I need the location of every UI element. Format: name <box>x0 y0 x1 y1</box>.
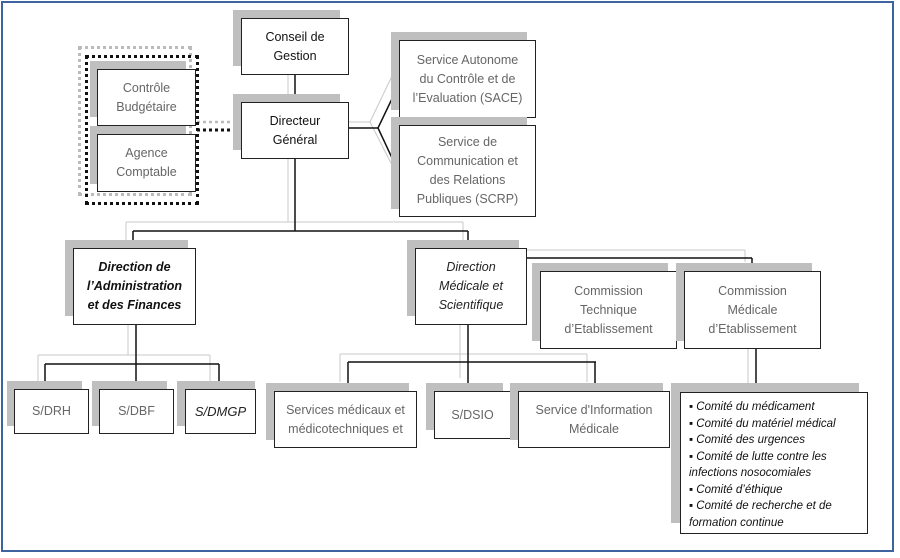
node-directeur-general: Directeur Général <box>241 102 349 159</box>
node-label: Conseil de Gestion <box>265 29 325 63</box>
node-label: Agence Comptable <box>116 146 177 179</box>
comite-item: ▪ Comité de recherche et de formation co… <box>689 500 832 529</box>
node-label: Direction de l’Administration et des Fin… <box>86 260 183 312</box>
comite-item: ▪ Comité des urgences <box>689 434 805 446</box>
node-label: S/DBF <box>118 404 155 418</box>
node-direction-administration-finances: Direction de l’Administration et des Fin… <box>73 248 196 325</box>
node-label: Service d'Information Médicale <box>535 402 653 436</box>
node-label: Commission Médicale d’Etablissement <box>708 283 797 336</box>
node-sdbf: S/DBF <box>99 389 174 434</box>
dotted-group-frame <box>85 55 199 205</box>
node-label: Commission Technique d’Etablissement <box>564 283 653 336</box>
node-label: S/DRH <box>32 404 71 418</box>
node-controle-budgetaire: Contrôle Budgétaire <box>97 69 196 126</box>
node-agence-comptable: Agence Comptable <box>97 134 196 192</box>
node-label: Directeur Général <box>269 113 321 147</box>
node-commission-technique: Commission Technique d’Etablissement <box>540 271 677 349</box>
comite-item: ▪ Comité du médicament <box>689 401 815 413</box>
node-sdrh: S/DRH <box>14 389 89 434</box>
comite-item: ▪ Comité du matériel médical <box>689 417 836 430</box>
node-commission-medicale: Commission Médicale d’Etablissement <box>684 271 821 349</box>
node-sace: Service Autonome du Contrôle et de l’Eva… <box>399 40 536 118</box>
node-label: Services médicaux et médicotechniques et <box>286 402 405 436</box>
node-sdsio: S/DSIO <box>434 391 511 439</box>
node-label: S/DMGP <box>194 404 247 419</box>
node-label: Direction Médicale et Scientifique <box>438 260 504 312</box>
node-label: S/DSIO <box>451 407 494 422</box>
node-services-medicaux: Services médicaux et médicotechniques et <box>274 391 417 448</box>
node-label: Service de Communication et des Relation… <box>416 135 519 206</box>
node-scrp: Service de Communication et des Relation… <box>399 125 536 217</box>
node-direction-medicale-scientifique: Direction Médicale et Scientifique <box>415 248 527 325</box>
node-service-information-medicale: Service d'Information Médicale <box>518 391 670 448</box>
comite-item: ▪ Comité de lutte contre les infections … <box>689 450 827 480</box>
node-conseil-de-gestion: Conseil de Gestion <box>241 18 349 75</box>
comite-item: ▪ Comité d’éthique <box>689 483 783 496</box>
node-label: Service Autonome du Contrôle et de l’Eva… <box>412 52 523 105</box>
node-label: Contrôle Budgétaire <box>116 80 177 114</box>
comites-list: ▪ Comité du médicament ▪ Comité du matér… <box>680 392 868 534</box>
node-sdmgp: S/DMGP <box>185 389 256 434</box>
